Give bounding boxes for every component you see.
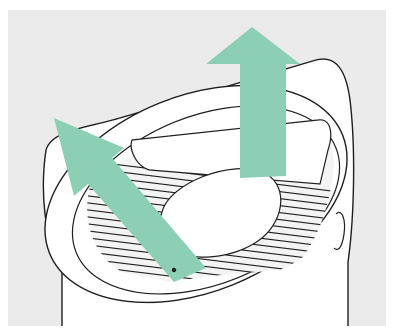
side-handle	[333, 211, 346, 251]
base-marker	[171, 267, 177, 273]
airflow-arrow-diagonal	[54, 118, 206, 282]
airflow-arrow-up	[206, 27, 300, 178]
grille-slat	[87, 257, 335, 282]
